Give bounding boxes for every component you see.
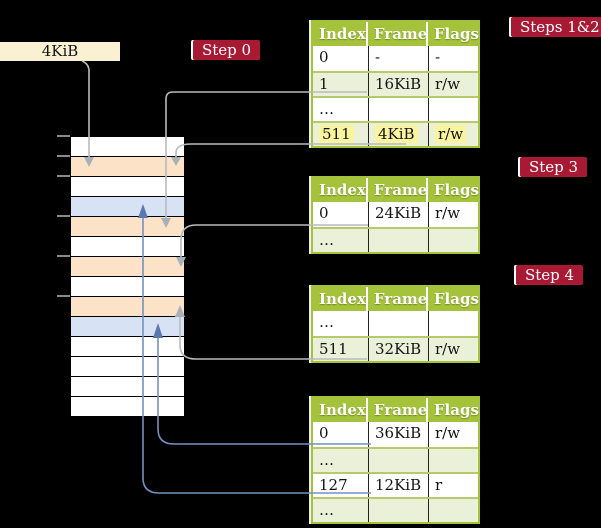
table-cell: … [319,100,334,118]
table-cell: 36KiB [368,422,428,447]
table-row: … [313,311,478,336]
table-cell: 4KiB [368,123,428,146]
memory-row-white [71,336,184,356]
memory-row-peach [71,296,184,316]
memory-row-white [71,276,184,296]
table-cell: 1 [319,75,329,93]
address-tick [57,215,70,217]
table-cell: 0 [319,48,329,66]
physical-memory-column [70,136,185,417]
table-row: … [313,497,478,522]
frame-size-label-text: 4KiB [41,42,79,60]
table-row: 0 -- [313,46,478,71]
steps-1-2-badge: Steps 1&2 [511,17,601,37]
column-header-index: Index [319,401,366,419]
table-cell: 12KiB [368,474,428,497]
column-header-frame: Frame [365,22,427,46]
table-cell [428,311,478,336]
table-cell: r/w [428,73,478,96]
table-cell [368,499,428,522]
memory-row-peach [71,156,184,176]
step-3-badge: Step 3 [520,157,588,177]
table-cell: 511 [313,123,368,146]
column-header-flags: Flags [425,287,479,311]
table-cell: r/w [428,202,478,227]
table-cell [428,449,478,472]
memory-row-white [71,136,184,156]
highlighted-value: 511 [319,125,354,143]
address-tick [57,155,70,157]
memory-row-white [71,376,184,396]
address-tick [57,295,70,297]
table-cell: 0 [319,204,329,222]
table-cell: r/w [428,422,478,447]
frame-size-label: 4KiB [0,42,120,61]
table-cell [368,98,428,121]
highlighted-value: 4KiB [375,125,418,143]
table-cell: 511 [319,340,348,358]
column-header-flags: Flags [425,178,479,202]
table-cell: 32KiB [368,338,428,361]
step-4-badge: Step 4 [516,265,584,285]
table-cell [368,311,428,336]
address-tick [57,135,70,137]
table-cell [428,98,478,121]
table-row: … [313,447,478,472]
table-cell: 127 [319,476,348,494]
table-cell: … [319,313,334,331]
table-cell: 16KiB [368,73,428,96]
memory-row-white [71,176,184,196]
column-header-index: Index [319,25,366,43]
table-row: … [313,96,478,121]
table-cell [428,499,478,522]
memory-row-blue [71,196,184,216]
table-cell: 24KiB [368,202,428,227]
memory-row-blue [71,316,184,336]
step-0-badge: Step 0 [193,40,261,60]
table-cell [428,229,478,252]
table-cell [368,449,428,472]
column-header-flags: Flags [425,398,479,422]
column-header-index: Index [319,290,366,308]
table-cell: - [428,46,478,71]
table-row: 511 4KiB r/w [313,121,478,146]
column-header-flags: Flags [425,22,479,46]
memory-row-white [71,396,184,416]
memory-row-peach [71,256,184,276]
table-cell: r/w [428,338,478,361]
column-header-frame: Frame [365,287,427,311]
memory-row-white [71,356,184,376]
column-header-index: Index [319,181,366,199]
table-cell: - [368,46,428,71]
table-cell: … [319,451,334,469]
memory-row-peach [71,216,184,236]
address-tick [57,175,70,177]
table-cell: … [319,231,334,249]
highlighted-value: r/w [435,125,467,143]
memory-row-white [71,236,184,256]
address-tick [57,255,70,257]
column-header-frame: Frame [365,398,427,422]
table-cell: r/w [428,123,478,146]
table-cell: … [319,501,334,519]
column-header-frame: Frame [365,178,427,202]
table-cell [368,229,428,252]
table-cell: r [428,474,478,497]
table-row: … [313,227,478,252]
table-cell: 0 [319,424,329,442]
